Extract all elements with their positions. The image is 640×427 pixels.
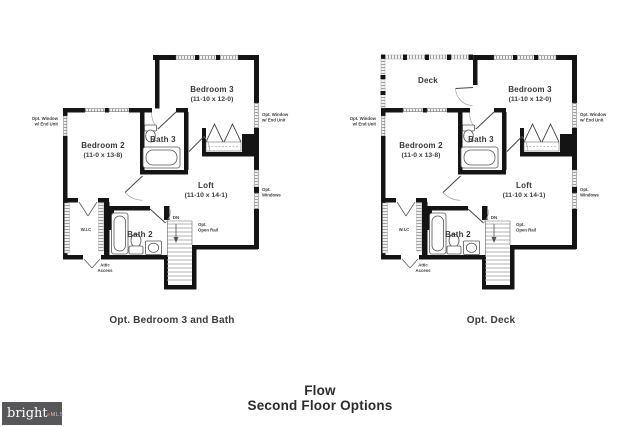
loft-label: Loft	[516, 181, 532, 190]
window-left-label-2: w/ End Unit	[34, 122, 59, 127]
deck-post-icon	[468, 54, 473, 60]
wic-label: W.I.C	[81, 227, 92, 232]
floor-plan-right: Deck Bedroom 3 (11-10 x 12-0) Bedroom 2 …	[350, 54, 607, 326]
deck	[380, 54, 474, 109]
open-rail-label-2: Open Rail	[516, 228, 536, 233]
bedroom2-dims: (11-0 x 13-8)	[84, 152, 123, 159]
bath2-label: Bath 2	[445, 230, 471, 239]
opt-windows-label-1: Opt.	[262, 187, 271, 192]
window-right-label-1: Opt. Window	[580, 112, 607, 117]
dn-label: DN	[491, 215, 497, 220]
dn-label: DN	[173, 215, 179, 220]
wic-label: W.I.C	[399, 227, 410, 232]
window-right-label-1: Opt. Window	[262, 112, 289, 117]
deck-door-icon	[455, 87, 474, 89]
floor-plan-left-labels: Bedroom 3 (11-10 x 12-0) Bedroom 2 (11-0…	[32, 85, 289, 326]
bedroom2-dims: (11-0 x 13-8)	[402, 152, 441, 159]
loft-dims: (11-10 x 14-1)	[503, 192, 546, 199]
bedroom2-label: Bedroom 2	[399, 141, 443, 150]
title-line2: Second Floor Options	[248, 398, 393, 413]
deck-rail-left	[380, 58, 386, 109]
attic-label-2: Access	[97, 268, 113, 273]
open-rail-label-2: Open Rail	[198, 228, 218, 233]
bright-mls-logo: bright MLS	[2, 402, 65, 425]
window-left-label-2: w/ End Unit	[352, 122, 377, 127]
window-right-label-2: w/ End Unit	[261, 118, 286, 123]
bath3-label: Bath 3	[468, 135, 494, 144]
floor-plan-right-labels: Deck Bedroom 3 (11-10 x 12-0) Bedroom 2 …	[350, 76, 607, 326]
sheet-title: Flow Second Floor Options	[248, 383, 393, 413]
opt-windows-label-1: Opt.	[580, 187, 589, 192]
deck-post-icon	[425, 54, 429, 60]
deck-label: Deck	[418, 76, 438, 85]
bedroom3-label: Bedroom 3	[190, 85, 234, 94]
deck-post-icon	[381, 54, 385, 60]
attic-label-1: Attic	[100, 263, 110, 268]
bath3-label: Bath 3	[150, 135, 176, 144]
opt-windows-label-2: Windows	[580, 193, 599, 198]
loft-dims: (11-10 x 14-1)	[185, 192, 228, 199]
deck-door-arc	[455, 88, 473, 106]
bedroom3-label: Bedroom 3	[508, 85, 552, 94]
open-rail-label-1: Opt.	[198, 222, 207, 227]
loft-label: Loft	[198, 181, 214, 190]
window-left-label-1: Opt. Window	[32, 116, 59, 121]
attic-label-1: Attic	[418, 263, 428, 268]
bright-mls-accent-dot-icon	[46, 412, 50, 416]
floor-plan-left: Bedroom 3 (11-10 x 12-0) Bedroom 2 (11-0…	[32, 54, 289, 326]
bath2-label: Bath 2	[127, 230, 153, 239]
attic-label-2: Access	[415, 268, 431, 273]
right-plan-caption: Opt. Deck	[467, 315, 516, 326]
bright-mls-wordmark: bright	[7, 406, 48, 421]
window-left-label-1: Opt. Window	[350, 116, 377, 121]
bright-mls-suffix: MLS	[50, 412, 65, 418]
deck-post-icon	[380, 75, 386, 79]
bedroom3-dims: (11-10 x 12-0)	[191, 96, 234, 103]
left-plan-caption: Opt. Bedroom 3 and Bath	[109, 315, 234, 326]
deck-post-icon	[380, 91, 386, 95]
bedroom3-dims: (11-10 x 12-0)	[509, 96, 552, 103]
bedroom3-left-wall-lower	[155, 85, 160, 109]
opt-windows-label-2: Windows	[262, 193, 281, 198]
open-rail-label-1: Opt.	[516, 222, 525, 227]
deck-post-icon	[447, 54, 451, 60]
title-line1: Flow	[304, 383, 336, 398]
bedroom2-label: Bedroom 2	[81, 141, 125, 150]
deck-post-icon	[403, 54, 407, 60]
window-right-label-2: w/ End Unit	[579, 118, 604, 123]
